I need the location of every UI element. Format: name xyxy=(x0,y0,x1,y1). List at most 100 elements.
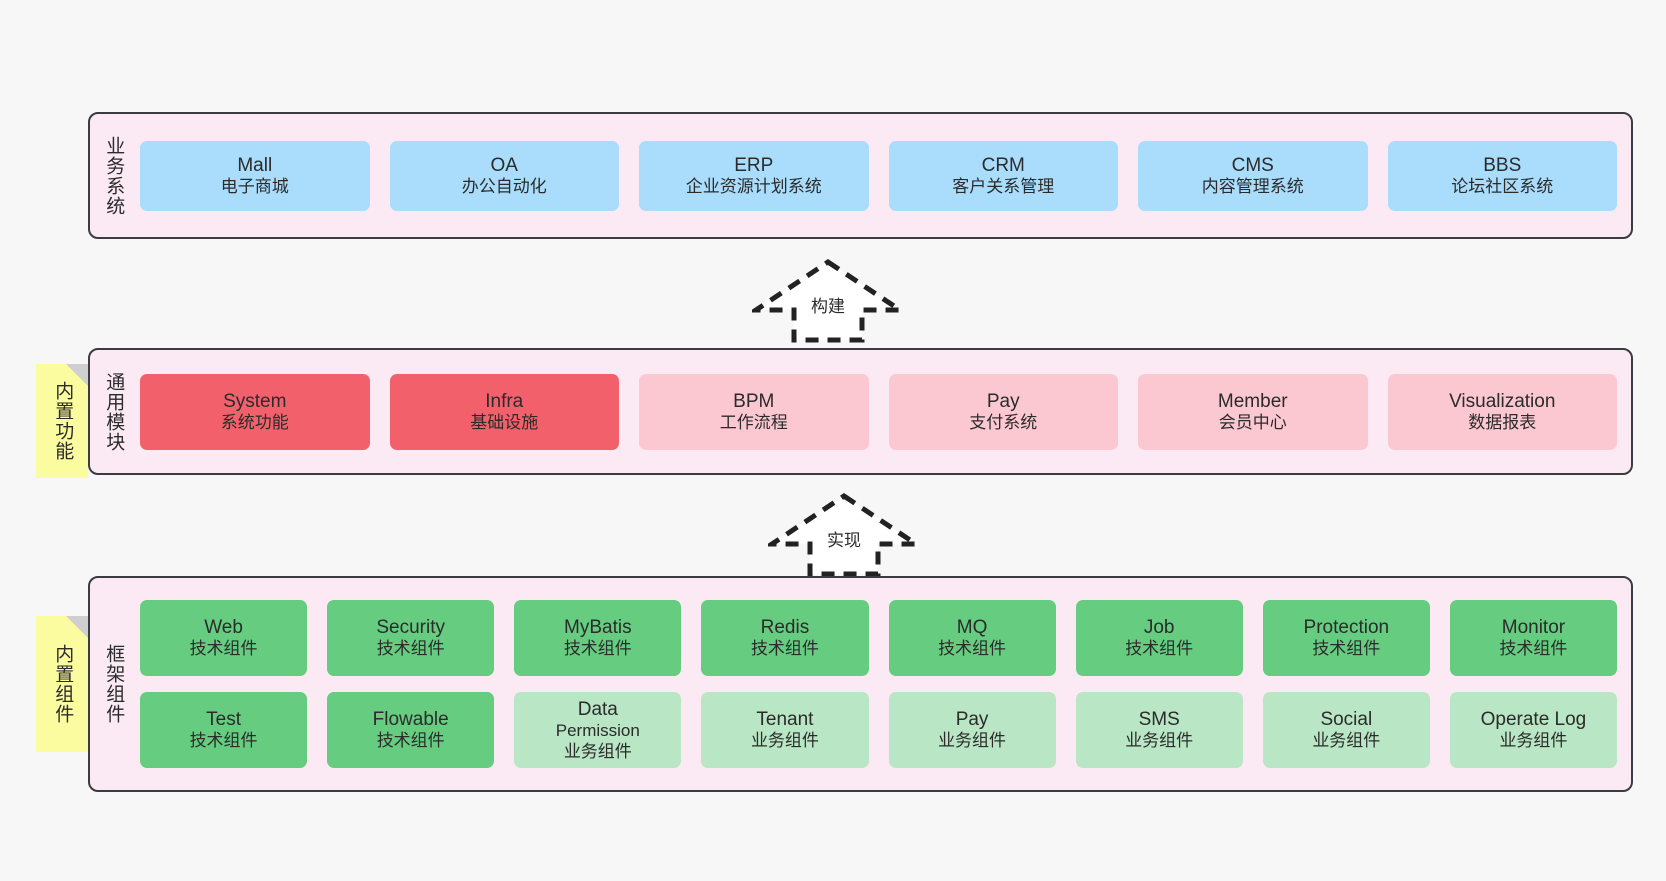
card-line-2: 技术组件 xyxy=(376,639,445,659)
card-line-2: 系统功能 xyxy=(220,412,289,432)
card-line-2: 办公自动化 xyxy=(461,176,547,196)
card-line-1: Protection xyxy=(1303,617,1390,639)
card-line-1: MQ xyxy=(956,617,988,639)
layer-title-modules: 通用模块 xyxy=(103,371,125,452)
card-line-2: 业务组件 xyxy=(1125,731,1194,751)
card-line-1: SMS xyxy=(1138,709,1180,731)
implement-arrow-icon xyxy=(763,492,925,577)
card-line-2: 数据报表 xyxy=(1468,412,1537,432)
card-line-2: Permission xyxy=(555,720,640,740)
card-line-1: Infra xyxy=(485,390,524,412)
build-arrow: 构建 xyxy=(747,258,909,344)
card-line-2: 技术组件 xyxy=(1312,639,1381,659)
card-line-2: 企业资源计划系统 xyxy=(685,176,822,196)
card-line-1: Pay xyxy=(955,709,989,731)
page-fold-icon xyxy=(66,616,88,638)
card-line-1: Monitor xyxy=(1501,617,1566,639)
implement-arrow: 实现 xyxy=(763,492,925,578)
card-line-1: Pay xyxy=(986,390,1020,412)
card-line-1: Visualization xyxy=(1449,390,1556,412)
card-line-2: 技术组件 xyxy=(938,639,1007,659)
card-line-2: 论坛社区系统 xyxy=(1451,176,1554,196)
card-line-1: Test xyxy=(206,709,241,731)
note-builtin-functions-label: 内置功能 xyxy=(52,381,74,461)
card-line-2: 支付系统 xyxy=(969,412,1038,432)
card-line-1: CRM xyxy=(981,154,1025,176)
layer-title-framework: 框架组件 xyxy=(103,644,125,724)
card-line-2: 会员中心 xyxy=(1218,412,1287,432)
card-line-2: 技术组件 xyxy=(189,731,258,751)
card-line-1: BPM xyxy=(733,390,775,412)
card-line-2: 客户关系管理 xyxy=(952,176,1055,196)
card-line-2: 工作流程 xyxy=(719,412,788,432)
note-builtin-components-label: 内置组件 xyxy=(52,644,74,724)
card-line-1: Member xyxy=(1217,390,1288,412)
card-line-1: Operate Log xyxy=(1480,709,1587,731)
card-line-1: MyBatis xyxy=(564,617,632,639)
card-line-1: Security xyxy=(376,617,445,639)
card-line-2: 技术组件 xyxy=(750,639,819,659)
card-line-1: Flowable xyxy=(372,709,449,731)
card-line-1: BBS xyxy=(1483,154,1522,176)
card-line-1: Web xyxy=(204,617,243,639)
card-line-1: Social xyxy=(1320,709,1373,731)
card-line-2: 技术组件 xyxy=(376,731,445,751)
build-arrow-icon xyxy=(747,258,909,343)
card-line-1: OA xyxy=(490,154,518,176)
card-line-1: Mall xyxy=(237,154,273,176)
card-line-2: 业务组件 xyxy=(1312,731,1381,751)
card-line-3: 业务组件 xyxy=(563,741,632,761)
card-line-1: ERP xyxy=(734,154,774,176)
card-line-2: 内容管理系统 xyxy=(1201,176,1304,196)
card-line-2: 技术组件 xyxy=(1499,639,1568,659)
card-line-2: 业务组件 xyxy=(750,731,819,751)
layer-title-business: 业务系统 xyxy=(103,135,125,216)
card-line-2: 技术组件 xyxy=(563,639,632,659)
note-builtin-components: 内置组件 xyxy=(36,616,88,752)
note-builtin-functions: 内置功能 xyxy=(36,364,88,478)
card-line-1: System xyxy=(223,390,287,412)
card-line-2: 业务组件 xyxy=(1499,731,1568,751)
card-line-2: 技术组件 xyxy=(189,639,258,659)
card-line-1: CMS xyxy=(1231,154,1274,176)
card-line-2: 技术组件 xyxy=(1125,639,1194,659)
